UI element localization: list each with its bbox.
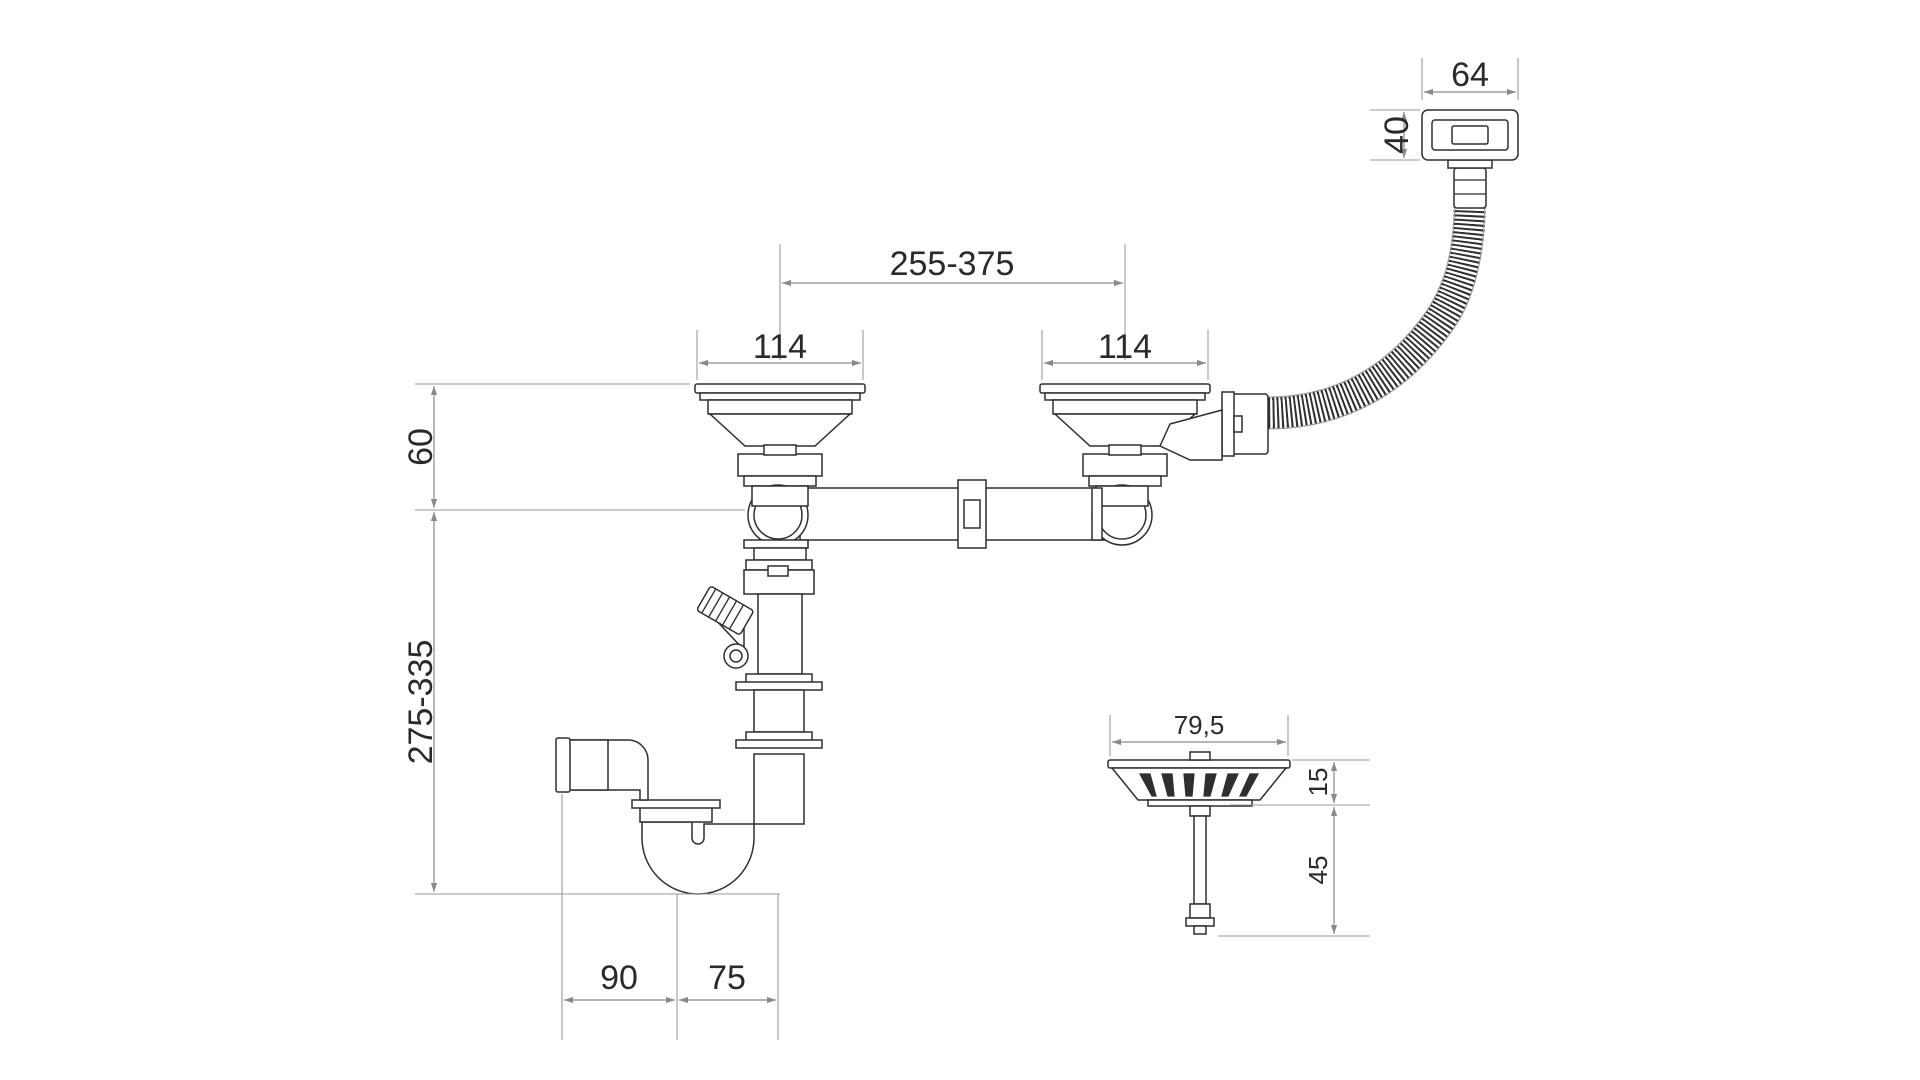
basket-strainer-detail: [1107, 751, 1291, 935]
dimension-strainer-height: 60: [402, 386, 440, 508]
trap-offset-label: 75: [708, 959, 746, 997]
trap-height-label: 275-335: [402, 640, 440, 765]
right-strainer: [1039, 383, 1223, 487]
right-elbow: [1091, 484, 1153, 546]
outlet-offset-label: 90: [600, 959, 638, 997]
trap-bend: [641, 821, 755, 895]
corrugated-overflow-hose: [1267, 189, 1486, 429]
dimension-basket-top-height: 15: [1303, 762, 1338, 803]
connecting-pipe: [799, 479, 1111, 549]
right-strainer-overflow-body: [1159, 409, 1223, 461]
left-bowl-diameter-label: 114: [753, 328, 807, 366]
bowl-spacing-label: 255-375: [890, 245, 1015, 283]
left-elbow: [743, 484, 809, 549]
dimension-overflow-height: 40: [1378, 112, 1416, 158]
p-trap: [555, 737, 755, 895]
dimension-trap-height: 275-335: [402, 512, 440, 892]
dimension-basket-stem-length: 45: [1303, 807, 1338, 934]
overflow-assembly: [1221, 109, 1519, 457]
dimension-right-bowl: 114: [1044, 328, 1206, 367]
right-bowl-diameter-label: 114: [1098, 328, 1152, 366]
dimension-bowl-spacing: 255-375: [782, 245, 1123, 287]
overflow-neck: [1447, 159, 1493, 169]
dimension-outlet-offset: 90: [564, 959, 675, 1004]
tailpiece: [735, 547, 823, 825]
dimension-basket-diameter: 79,5: [1112, 710, 1286, 746]
overflow-width-label: 64: [1451, 56, 1489, 94]
basket-top-height-label: 15: [1303, 768, 1333, 797]
strainer-height-label: 60: [402, 428, 440, 466]
basket-diameter-label: 79,5: [1174, 710, 1225, 740]
dimension-left-bowl: 114: [699, 328, 861, 367]
overflow-hose-collar: [1453, 167, 1487, 209]
appliance-inlet-nozzle: [696, 586, 754, 669]
overflow-height-label: 40: [1378, 116, 1416, 154]
left-strainer: [694, 383, 866, 487]
dimension-overflow-width: 64: [1424, 56, 1516, 96]
basket-stem-length-label: 45: [1303, 856, 1333, 885]
extension-lines: [415, 58, 1519, 1040]
dimension-trap-offset: 75: [679, 959, 776, 1004]
